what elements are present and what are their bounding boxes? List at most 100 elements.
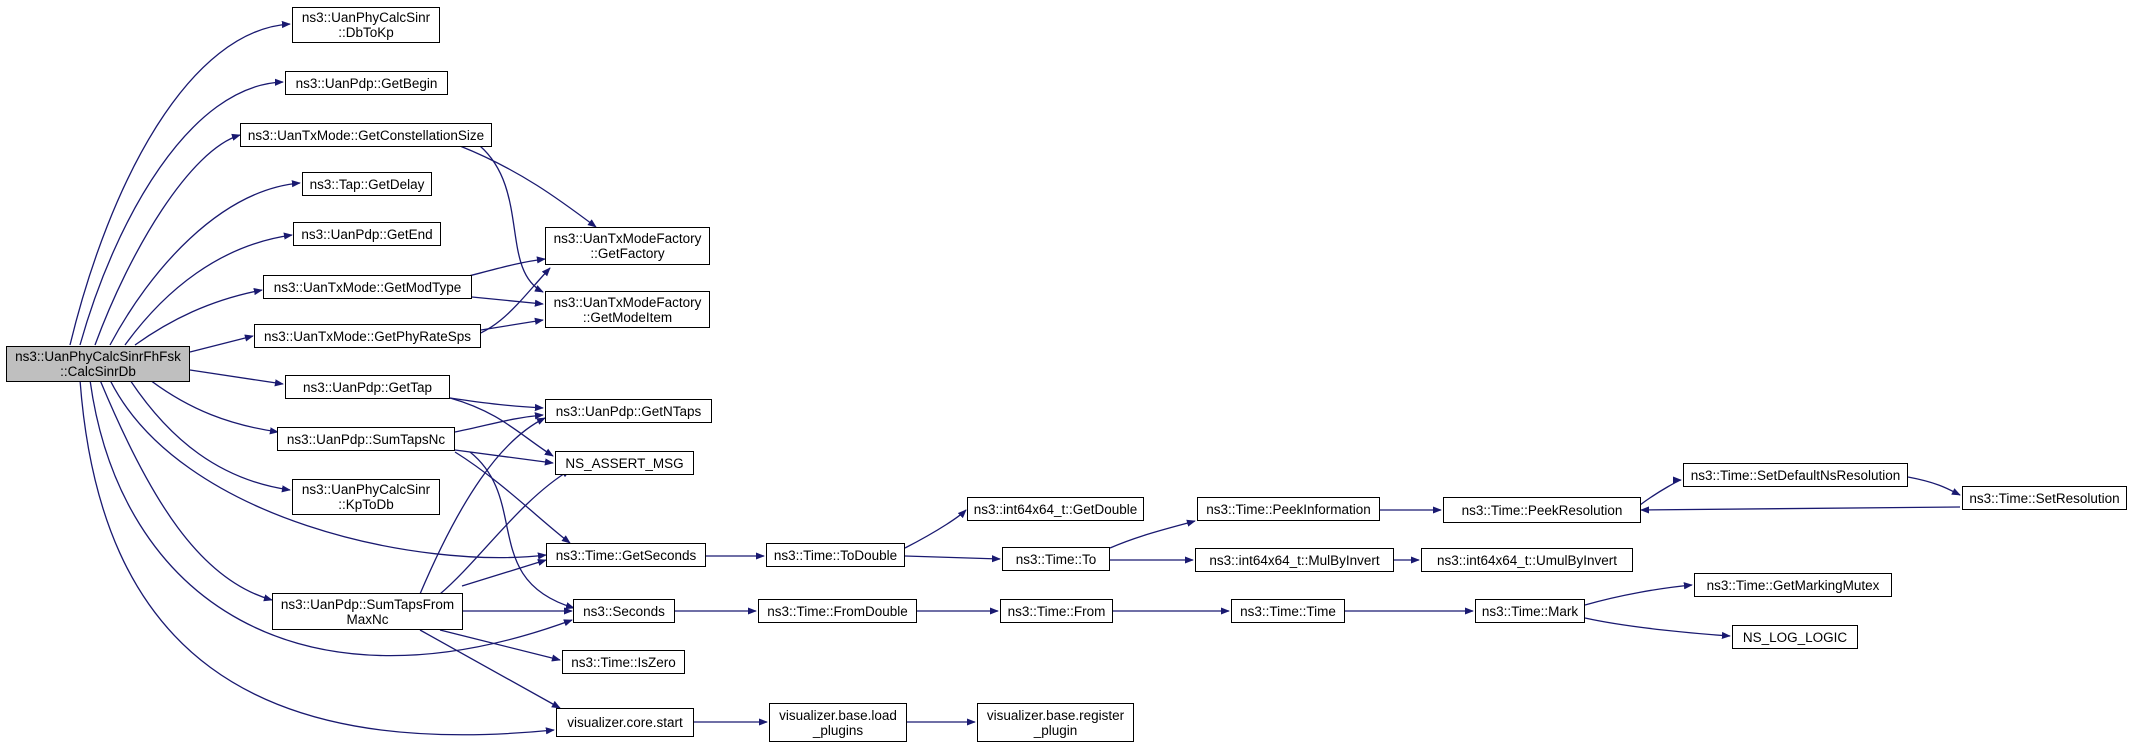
function-node-from[interactable]: ns3::Time::From bbox=[1000, 599, 1113, 623]
node-label: ns3::int64x64_t::GetDouble bbox=[973, 501, 1138, 517]
node-label: ::GetFactory bbox=[590, 246, 665, 261]
node-label: ns3::UanTxMode::GetConstellationSize bbox=[247, 127, 485, 143]
node-label: ::DbToKp bbox=[338, 25, 394, 40]
function-node-mulbyinvert[interactable]: ns3::int64x64_t::MulByInvert bbox=[1195, 548, 1394, 572]
edge-gettap-getntaps bbox=[449, 397, 544, 412]
node-label: ns3::int64x64_t::MulByInvert bbox=[1209, 552, 1380, 568]
function-node-register-plugin[interactable]: visualizer.base.register _plugin bbox=[977, 703, 1134, 742]
node-label: NS_LOG_LOGIC bbox=[1742, 629, 1848, 645]
edge-sumtapsnc-assert bbox=[454, 449, 554, 466]
edge-getmodtype-getmodeitem bbox=[471, 296, 544, 307]
node-label: MaxNc bbox=[346, 611, 389, 627]
node-label: ns3::UanPhyCalcSinr bbox=[301, 482, 431, 497]
edge-sumtapsnc-getseconds bbox=[454, 451, 571, 544]
node-label: _plugins bbox=[812, 722, 864, 738]
function-node-getdouble[interactable]: ns3::int64x64_t::GetDouble bbox=[967, 497, 1144, 521]
function-node-root[interactable]: ns3::UanPhyCalcSinrFhFsk ::CalcSinrDb bbox=[6, 346, 190, 382]
edge-peekresolution-setdefaultnsresolution bbox=[1639, 476, 1682, 506]
node-label: ns3::Time::GetMarkingMutex bbox=[1706, 577, 1880, 593]
node-label: ::CalcSinrDb bbox=[60, 364, 136, 379]
function-node-umulbyinvert[interactable]: ns3::int64x64_t::UmulByInvert bbox=[1421, 548, 1633, 572]
edge-root-getseconds bbox=[109, 379, 547, 560]
function-node-seconds[interactable]: ns3::Seconds bbox=[573, 599, 675, 623]
edge-getconstellationsize-getmodeitem bbox=[479, 145, 544, 293]
function-node-getmodtype[interactable]: ns3::UanTxMode::GetModType bbox=[263, 275, 472, 299]
edge-root-getmodtype bbox=[134, 287, 263, 346]
edge-root-getphyratesps bbox=[189, 334, 254, 353]
function-node-todouble[interactable]: ns3::Time::ToDouble bbox=[766, 543, 905, 567]
function-node-setresolution[interactable]: ns3::Time::SetResolution bbox=[1962, 486, 2127, 510]
node-label: visualizer.base.load bbox=[779, 707, 897, 723]
function-node-getseconds[interactable]: ns3::Time::GetSeconds bbox=[546, 543, 706, 567]
edge-sumfrom-assert bbox=[439, 469, 571, 595]
node-label: NS_ASSERT_MSG bbox=[565, 455, 684, 471]
function-node-getend[interactable]: ns3::UanPdp::GetEnd bbox=[293, 222, 441, 246]
function-node-getconstellationsize[interactable]: ns3::UanTxMode::GetConstellationSize bbox=[240, 123, 492, 147]
node-label: ns3::Time::ToDouble bbox=[773, 547, 898, 563]
node-label: ns3::Time::SetDefaultNsResolution bbox=[1690, 467, 1901, 483]
function-node-getphyratesps[interactable]: ns3::UanTxMode::GetPhyRateSps bbox=[254, 324, 481, 348]
node-label: visualizer.base.register bbox=[986, 707, 1125, 723]
node-label: _plugin bbox=[1033, 722, 1078, 738]
edge-getphyratesps-getmodeitem bbox=[480, 317, 544, 331]
edge-root-getdelay bbox=[109, 180, 301, 346]
node-label: ns3::UanPhyCalcSinrFhFsk bbox=[15, 349, 181, 364]
edge-root-getconstellationsize bbox=[94, 133, 241, 346]
function-node-ns-log-logic[interactable]: NS_LOG_LOGIC bbox=[1732, 625, 1858, 649]
function-node-getmodeitem[interactable]: ns3::UanTxModeFactory ::GetModeItem bbox=[545, 291, 710, 328]
edge-root-getbegin bbox=[79, 78, 284, 346]
node-label: ns3::UanPdp::SumTapsNc bbox=[286, 431, 446, 447]
function-node-getbegin[interactable]: ns3::UanPdp::GetBegin bbox=[285, 71, 448, 95]
function-node-peekinformation[interactable]: ns3::Time::PeekInformation bbox=[1197, 497, 1380, 521]
edge-mark-getmarkingmutex bbox=[1584, 582, 1693, 606]
edge-mark-nslogic bbox=[1584, 617, 1731, 640]
function-node-to[interactable]: ns3::Time::To bbox=[1002, 547, 1110, 571]
edge-setdefaultnsresolution-setresolution bbox=[1907, 476, 1961, 496]
function-node-ns-assert-msg[interactable]: NS_ASSERT_MSG bbox=[555, 451, 694, 475]
function-node-fromdouble[interactable]: ns3::Time::FromDouble bbox=[758, 599, 917, 623]
node-label: ns3::UanPdp::GetTap bbox=[302, 379, 433, 395]
edge-todouble-to bbox=[904, 555, 1001, 563]
edge-root-seconds bbox=[89, 379, 573, 657]
node-label: ns3::Time::PeekInformation bbox=[1206, 501, 1371, 517]
node-label: ::KpToDb bbox=[338, 497, 394, 512]
function-node-time-time[interactable]: ns3::Time::Time bbox=[1231, 599, 1345, 623]
function-node-viz-core-start[interactable]: visualizer.core.start bbox=[556, 708, 694, 737]
node-label: ns3::Time::IsZero bbox=[571, 654, 676, 670]
edge-root-gettap bbox=[189, 369, 284, 387]
node-label: ns3::Tap::GetDelay bbox=[309, 176, 425, 192]
function-node-getdelay[interactable]: ns3::Tap::GetDelay bbox=[302, 172, 432, 196]
function-node-dbtokp[interactable]: ns3::UanPhyCalcSinr ::DbToKp bbox=[292, 7, 440, 43]
node-label: ns3::UanTxMode::GetPhyRateSps bbox=[263, 328, 472, 344]
function-node-mark[interactable]: ns3::Time::Mark bbox=[1475, 599, 1585, 623]
edge-sumfrom-getseconds bbox=[461, 558, 547, 587]
function-node-setdefaultnsresolution[interactable]: ns3::Time::SetDefaultNsResolution bbox=[1683, 463, 1908, 487]
function-node-peekresolution[interactable]: ns3::Time::PeekResolution bbox=[1443, 497, 1641, 523]
function-node-kptodb[interactable]: ns3::UanPhyCalcSinr ::KpToDb bbox=[292, 479, 440, 515]
edge-getconstellationsize-getfactory bbox=[459, 145, 597, 228]
function-node-sumtapsnc[interactable]: ns3::UanPdp::SumTapsNc bbox=[277, 427, 455, 451]
node-label: ns3::UanPdp::GetEnd bbox=[301, 226, 433, 242]
function-node-getntaps[interactable]: ns3::UanPdp::GetNTaps bbox=[545, 399, 712, 423]
function-node-sumtapsfrommaxnc[interactable]: ns3::UanPdp::SumTapsFrom MaxNc bbox=[272, 593, 463, 630]
node-label: ns3::Time::To bbox=[1015, 551, 1097, 567]
edge-to-peekinformation bbox=[1109, 519, 1196, 549]
node-label: ns3::int64x64_t::UmulByInvert bbox=[1436, 552, 1618, 568]
edge-root-viz-core-start bbox=[79, 379, 555, 736]
function-node-gettap[interactable]: ns3::UanPdp::GetTap bbox=[285, 375, 450, 399]
node-label: ns3::Time::Mark bbox=[1481, 603, 1579, 619]
edge-root-sumtapsfrommaxnc bbox=[99, 379, 273, 602]
function-node-iszero[interactable]: ns3::Time::IsZero bbox=[562, 650, 685, 674]
node-label: ns3::Time::SetResolution bbox=[1969, 490, 2120, 506]
edge-todouble-getdouble bbox=[904, 509, 967, 549]
edge-sumfrom-iszero bbox=[439, 629, 561, 662]
node-label: ns3::Time::From bbox=[1007, 603, 1106, 619]
edge-root-dbtokp bbox=[69, 20, 291, 346]
node-label: ns3::UanTxMode::GetModType bbox=[273, 279, 462, 295]
function-node-load-plugins[interactable]: visualizer.base.load _plugins bbox=[769, 703, 907, 742]
function-node-getmarkingmutex[interactable]: ns3::Time::GetMarkingMutex bbox=[1694, 573, 1892, 597]
edge-root-sumtapsnc bbox=[149, 379, 279, 435]
edge-getmodtype-getfactory bbox=[460, 256, 546, 279]
function-node-getfactory[interactable]: ns3::UanTxModeFactory ::GetFactory bbox=[545, 227, 710, 265]
